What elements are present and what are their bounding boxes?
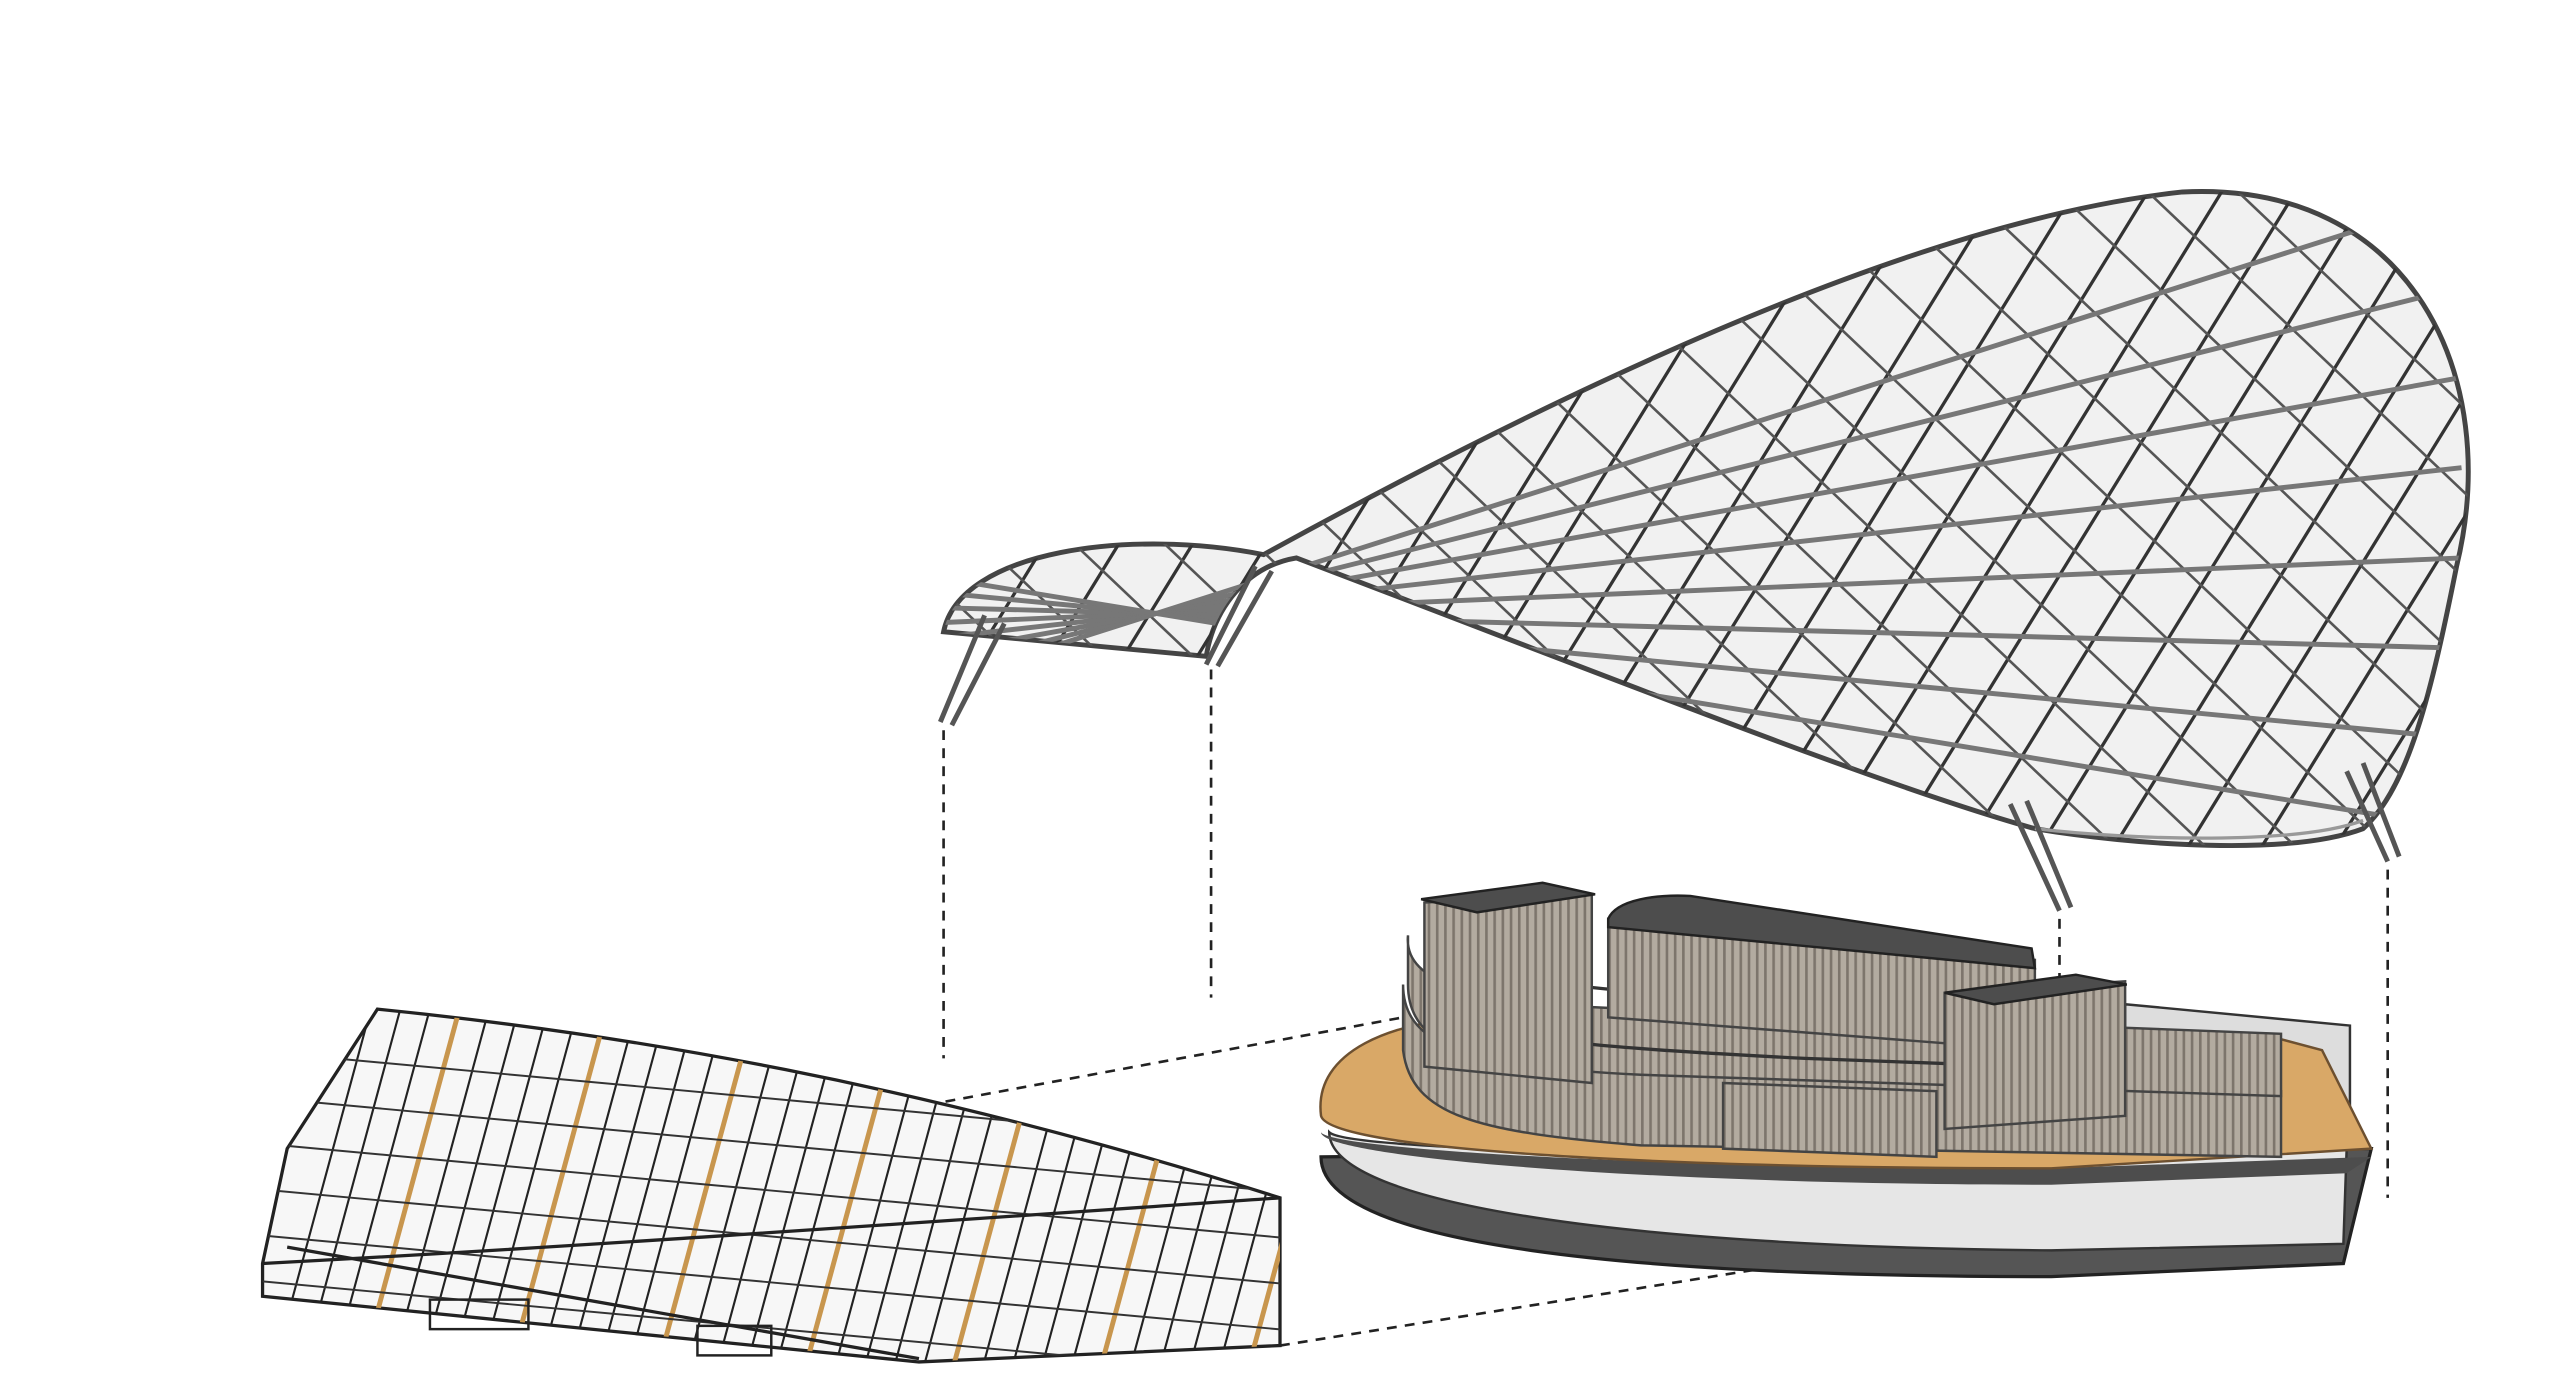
shell-rib (417, 1009, 527, 1362)
roof-member (230, 82, 886, 1149)
shell-door (428, 1298, 530, 1331)
roof-truss (943, 571, 2462, 832)
left-tower-roof (1420, 881, 1596, 914)
support-leg (2008, 799, 2074, 912)
roof-membrane (940, 189, 2471, 848)
support-leg (2344, 762, 2402, 863)
roof-member (82, 82, 738, 1149)
shell-rib (446, 1009, 556, 1362)
roof-member (1926, 191, 2469, 846)
roof-member (943, 191, 994, 846)
roof-member (1779, 191, 2439, 846)
roof-member (1705, 191, 2365, 846)
roof-member (1812, 191, 2469, 846)
roof-member (943, 191, 962, 846)
shell-rib (565, 1009, 674, 1362)
roof-canopy (0, 82, 2560, 1149)
shell-rib (535, 1009, 645, 1362)
roof-member (943, 191, 1084, 846)
wood-strip (1243, 1009, 1280, 1362)
roof-member (1722, 191, 2469, 846)
roof-member (2083, 191, 2469, 846)
support-leg (1203, 565, 1274, 668)
roof-member (0, 131, 903, 1066)
roof-member (2000, 191, 2469, 846)
shell-door (696, 1324, 773, 1357)
roof-member (156, 82, 812, 1149)
roof-rim (2034, 818, 2364, 840)
shell-purlin (262, 1141, 1280, 1242)
roof-member (2074, 191, 2469, 846)
support-leg (938, 614, 1007, 727)
roof-member (2519, 82, 2560, 1149)
right-tower (1943, 979, 2127, 1131)
shell-edge (262, 1196, 1281, 1361)
roof-member (2173, 191, 2469, 846)
support-legs (938, 565, 2402, 912)
shell-surface (260, 1007, 1282, 1364)
roof-member (2443, 191, 2469, 846)
facade-shell (260, 1007, 1282, 1364)
roof-member (943, 191, 1446, 846)
mid-slab (1321, 1132, 2372, 1185)
roof-member (2444, 191, 2469, 846)
roof-member (943, 191, 1536, 846)
dashed-line (377, 1016, 1404, 1208)
shell-rib (476, 1009, 586, 1362)
roof-member (943, 191, 1626, 846)
shell-purlin (262, 1232, 1280, 1334)
front-pod (1721, 1081, 1938, 1159)
central-roof (1606, 894, 2037, 970)
roof-member (943, 191, 1036, 846)
shell-purlin (262, 1187, 1280, 1288)
roof-member (1483, 191, 2143, 846)
shell-purlin (262, 1095, 1280, 1196)
roof-member (1557, 191, 2217, 846)
wood-strip (504, 1009, 617, 1362)
shell-purlin (262, 1278, 1280, 1362)
roof-member (1902, 191, 2469, 846)
roof-member (1992, 191, 2469, 846)
left-tower (1423, 893, 1594, 1085)
building-core (1319, 881, 2374, 1279)
roof-member (2535, 131, 2560, 1066)
roof-member (1409, 191, 2070, 846)
right-tower-roof (1944, 973, 2128, 1006)
